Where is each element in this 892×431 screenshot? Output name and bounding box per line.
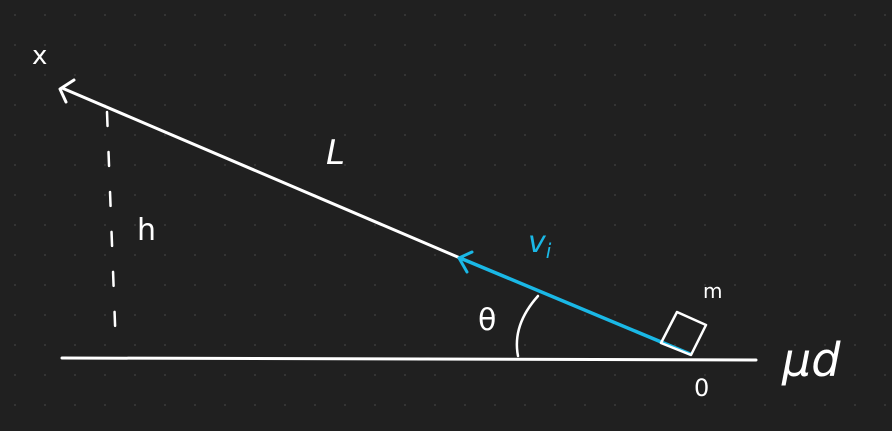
velocity-label-main: v — [528, 225, 547, 260]
velocity-label-subscript: i — [546, 239, 552, 263]
angle-label: θ — [478, 303, 496, 338]
x-axis-arrowhead-icon — [58, 78, 76, 104]
mass-label: m — [703, 279, 722, 303]
angle-arc — [515, 294, 540, 358]
height-label: h — [137, 213, 156, 248]
velocity-arrowhead-icon — [457, 250, 474, 274]
mass-block — [659, 310, 708, 357]
axis-label: x — [32, 41, 47, 71]
friction-label: μd — [781, 333, 841, 387]
incline-line — [60, 86, 462, 260]
ground-line — [60, 356, 758, 362]
length-label: L — [326, 133, 345, 173]
height-dashed-line — [105, 110, 118, 352]
velocity-vector — [458, 256, 692, 356]
origin-label: 0 — [694, 374, 709, 402]
velocity-label: vi — [528, 225, 552, 263]
